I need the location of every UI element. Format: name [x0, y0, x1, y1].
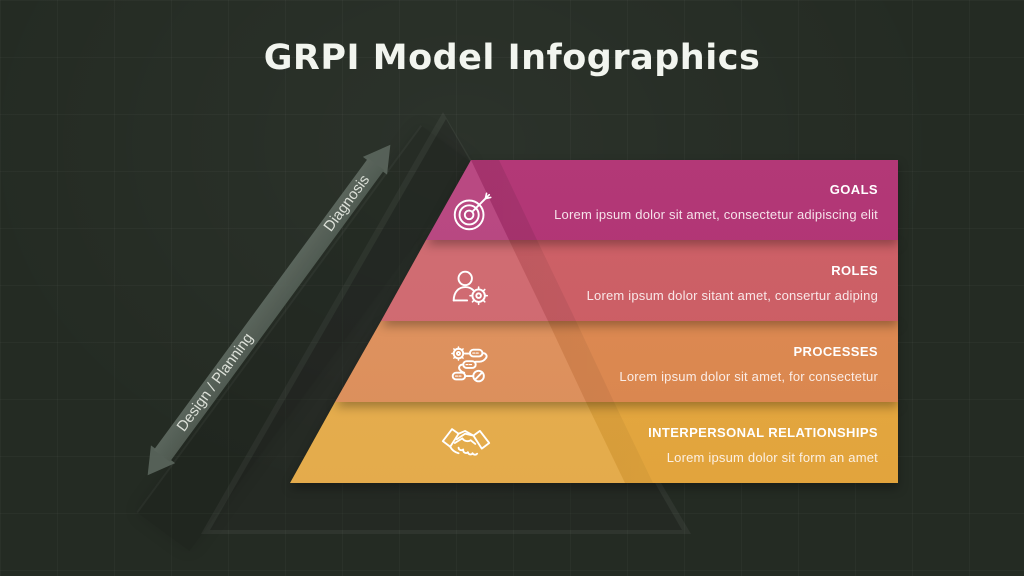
layer-title: INTERPERSONAL RELATIONSHIPS: [648, 425, 878, 440]
page-title: GRPI Model Infographics: [263, 38, 761, 78]
layer-description: Lorem ipsum dolor sitant amet, consertur…: [586, 288, 878, 303]
layer-description: Lorem ipsum dolor sit form an amet: [666, 450, 878, 465]
target-dart-icon: [449, 189, 495, 235]
layer-processes-text: PROCESSES Lorem ipsum dolor sit amet, fo…: [470, 344, 898, 384]
process-flow-icon: [446, 343, 492, 389]
layer-title: ROLES: [831, 263, 878, 278]
layer-interpersonal-text: INTERPERSONAL RELATIONSHIPS Lorem ipsum …: [470, 425, 898, 465]
layer-title: PROCESSES: [793, 344, 878, 359]
layer-roles-text: ROLES Lorem ipsum dolor sitant amet, con…: [470, 263, 898, 303]
user-gear-icon: [447, 265, 493, 311]
layer-title: GOALS: [829, 182, 878, 197]
handshake-icon: [440, 422, 492, 464]
layer-description: Lorem ipsum dolor sit amet, consectetur …: [554, 207, 878, 222]
layer-goals-text: GOALS Lorem ipsum dolor sit amet, consec…: [470, 182, 898, 222]
layer-description: Lorem ipsum dolor sit amet, for consecte…: [619, 369, 878, 384]
